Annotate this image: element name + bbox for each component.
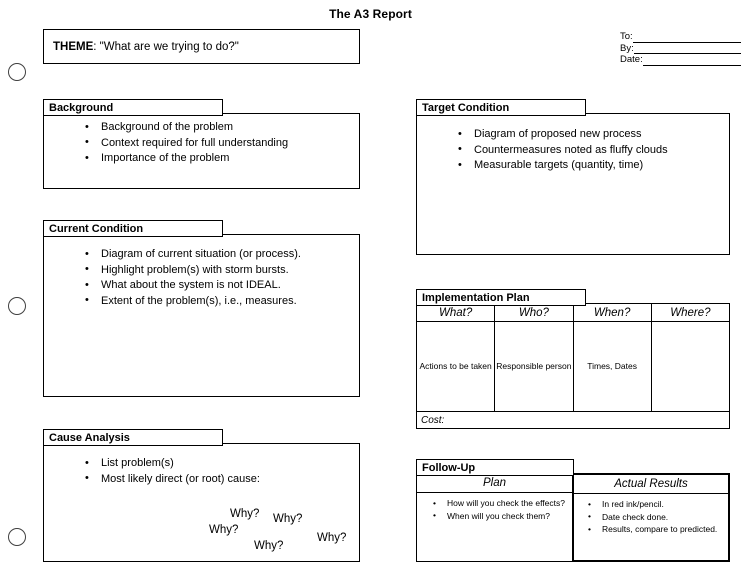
- theme-label: THEME: [53, 40, 94, 53]
- follow-up-plan-column: Plan How will you check the effects? Whe…: [416, 473, 573, 562]
- section-background-heading: Background: [43, 99, 223, 116]
- cell-when[interactable]: Times, Dates: [572, 321, 652, 412]
- why-label: Why?: [230, 508, 260, 520]
- section-cause-analysis-heading: Cause Analysis: [43, 429, 223, 446]
- binder-hole: [8, 297, 26, 315]
- theme-box[interactable]: THEME: "What are we trying to do?": [43, 29, 360, 64]
- column-header-what: What?: [415, 303, 496, 322]
- list-item: Diagram of current situation (or process…: [81, 247, 354, 262]
- cost-label[interactable]: Cost:: [416, 411, 730, 429]
- list-item: Countermeasures noted as fluffy clouds: [454, 142, 724, 158]
- page-title: The A3 Report: [329, 7, 412, 21]
- list-item: How will you check the effects?: [417, 498, 568, 509]
- why-label: Why?: [254, 540, 284, 552]
- section-implementation-plan: Implementation Plan What? Who? When? Whe…: [415, 289, 731, 429]
- date-row[interactable]: Date:: [620, 54, 741, 66]
- section-follow-up-heading: Follow-Up: [416, 459, 574, 476]
- section-follow-up: Follow-Up Plan How will you check the ef…: [416, 459, 730, 562]
- binder-hole: [8, 528, 26, 546]
- implementation-plan-table: What? Who? When? Where? Actions to be ta…: [415, 303, 731, 429]
- current-condition-list: Diagram of current situation (or process…: [81, 247, 354, 309]
- date-label: Date:: [620, 54, 643, 65]
- list-item: When will you check them?: [417, 510, 568, 522]
- list-item: Measurable targets (quantity, time): [454, 158, 724, 173]
- to-input-rule[interactable]: [632, 33, 741, 43]
- to-row[interactable]: To:: [620, 31, 741, 43]
- list-item: Importance of the problem: [81, 151, 354, 166]
- follow-up-plan-list: How will you check the effects? When wil…: [417, 493, 572, 521]
- list-item: What about the system is not IDEAL.: [81, 278, 354, 293]
- by-input-rule[interactable]: [633, 44, 741, 54]
- theme-text: : "What are we trying to do?": [93, 40, 239, 53]
- follow-up-actual-results-column: Actual Results In red ink/pencil. Date c…: [572, 473, 730, 562]
- to-by-date-block: To: By: Date:: [620, 31, 741, 66]
- why-label: Why?: [209, 524, 239, 536]
- by-row[interactable]: By:: [620, 42, 741, 54]
- cell-what[interactable]: Actions to be taken: [415, 321, 496, 412]
- section-target-condition-heading: Target Condition: [416, 99, 586, 116]
- table-row: Actions to be taken Responsible person T…: [415, 321, 731, 412]
- section-current-condition-heading: Current Condition: [43, 220, 223, 237]
- list-item: Date check done.: [574, 511, 724, 523]
- follow-up-actual-results-list: In red ink/pencil. Date check done. Resu…: [574, 494, 728, 535]
- list-item: List problem(s): [81, 456, 354, 471]
- why-label: Why?: [317, 532, 347, 544]
- binder-hole: [8, 63, 26, 81]
- cell-where[interactable]: [650, 321, 731, 412]
- table-cost-row: Cost:: [416, 411, 730, 429]
- section-cause-analysis: Cause Analysis List problem(s) Most like…: [43, 429, 360, 562]
- list-item: Context required for full understanding: [81, 135, 354, 151]
- section-implementation-plan-heading: Implementation Plan: [416, 289, 586, 306]
- cause-analysis-list: List problem(s) Most likely direct (or r…: [81, 456, 354, 487]
- column-header-where: Where?: [650, 303, 731, 322]
- by-label: By:: [620, 42, 634, 54]
- list-item: Most likely direct (or root) cause:: [81, 471, 354, 487]
- list-item: Results, compare to predicted.: [574, 524, 724, 535]
- background-list: Background of the problem Context requir…: [81, 120, 354, 167]
- column-header-plan: Plan: [417, 474, 572, 493]
- follow-up-table: Plan How will you check the effects? Whe…: [416, 473, 730, 562]
- section-background: Background Background of the problem Con…: [43, 99, 360, 189]
- date-input-rule[interactable]: [642, 56, 741, 66]
- section-target-condition: Target Condition Diagram of proposed new…: [416, 99, 730, 255]
- table-header-row: What? Who? When? Where?: [415, 303, 731, 322]
- to-label: To:: [620, 31, 633, 42]
- section-current-condition: Current Condition Diagram of current sit…: [43, 220, 360, 397]
- list-item: In red ink/pencil.: [574, 499, 724, 510]
- column-header-actual-results: Actual Results: [574, 475, 728, 494]
- cell-who[interactable]: Responsible person: [494, 321, 574, 412]
- target-condition-list: Diagram of proposed new process Counterm…: [454, 127, 724, 174]
- list-item: Extent of the problem(s), i.e., measures…: [81, 293, 354, 309]
- column-header-who: Who?: [494, 303, 574, 322]
- why-label: Why?: [273, 513, 303, 525]
- list-item: Diagram of proposed new process: [454, 127, 724, 142]
- list-item: Highlight problem(s) with storm bursts.: [81, 262, 354, 278]
- column-header-when: When?: [572, 303, 652, 322]
- list-item: Background of the problem: [81, 120, 354, 135]
